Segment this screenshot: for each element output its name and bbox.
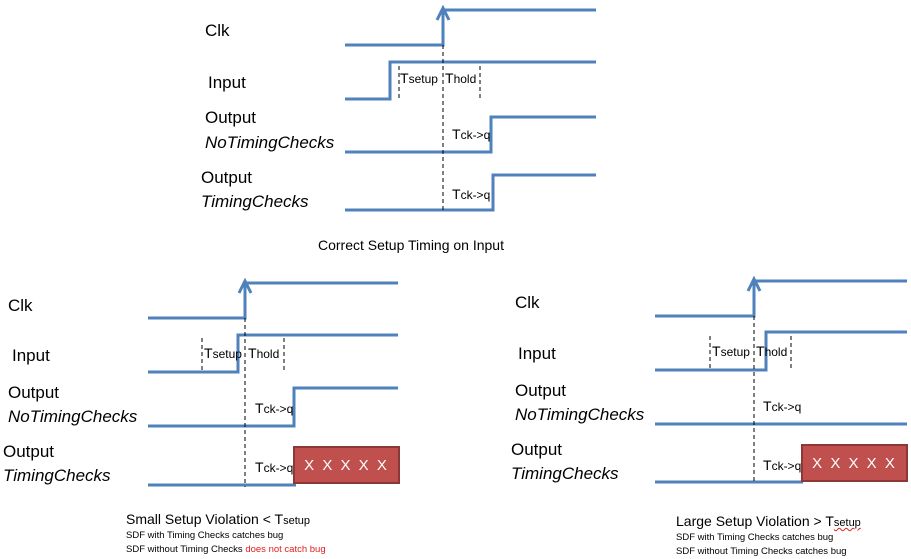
left-output-nocheck-wave (148, 386, 398, 428)
right-clk-label: Clk (515, 293, 540, 312)
left-nocheck-label: NoTimingChecks (8, 407, 138, 426)
right-input-label: Input (518, 344, 556, 363)
left-tsetup-label: Tsetup (204, 345, 242, 361)
left-thold-label: Thold (248, 345, 280, 361)
left-clk-label: Clk (8, 296, 33, 315)
right-input-wave (655, 330, 907, 372)
right-thold-label: Thold (756, 343, 788, 359)
top-output-check-wave (345, 173, 596, 212)
right-note-1: SDF with Timing Checks catches bug (676, 532, 834, 543)
top-output-nocheck-wave (345, 115, 596, 154)
top-caption: Correct Setup Timing on Input (318, 237, 504, 253)
right-tsetup-label: Tsetup (712, 343, 750, 359)
right-tckq-label-2: Tck->q (763, 457, 802, 473)
top-tckq-label-2: Tck->q (452, 186, 491, 202)
top-clk-label: Clk (205, 21, 230, 40)
right-clk-arrow (746, 275, 762, 292)
right-violation-box: X X X X X (801, 444, 908, 482)
left-note-1: SDF with Timing Checks catches bug (126, 530, 284, 541)
top-clk-arrow (435, 4, 451, 21)
left-violation-box: X X X X X (293, 446, 400, 484)
left-output-label-1: Output (8, 383, 60, 402)
right-note-2: SDF without Timing Checks catches bug (676, 546, 847, 557)
right-output-label-2: Output (511, 440, 563, 459)
top-input-label: Input (208, 73, 246, 92)
left-tckq-label-2: Tck->q (255, 459, 294, 475)
right-caption: Large Setup Violation > Tsetup (676, 513, 861, 529)
top-tckq-label-1: Tck->q (452, 126, 491, 142)
left-diagram-waves (148, 277, 398, 487)
top-check-label: TimingChecks (201, 192, 309, 211)
right-check-label: TimingChecks (511, 464, 619, 483)
right-output-label-1: Output (515, 381, 567, 400)
left-caption: Small Setup Violation < Tsetup (126, 511, 310, 527)
top-output-label-2: Output (201, 168, 253, 187)
right-nocheck-label: NoTimingChecks (515, 405, 645, 424)
right-clk-wave (655, 279, 907, 318)
left-tckq-label-1: Tck->q (255, 400, 294, 416)
left-clk-arrow (237, 277, 253, 294)
right-diagram-waves (655, 275, 907, 484)
left-output-label-2: Output (3, 442, 55, 461)
top-nocheck-label: NoTimingChecks (205, 133, 335, 152)
top-clk-wave (345, 8, 596, 47)
top-diagram-waves (345, 4, 596, 212)
top-output-label-1: Output (205, 108, 257, 127)
right-tckq-label-1: Tck->q (763, 398, 802, 414)
top-tsetup-label: Tsetup (400, 70, 438, 86)
left-clk-wave (148, 281, 398, 320)
left-check-label: TimingChecks (3, 466, 111, 485)
left-note-2: SDF without Timing Checks does not catch… (126, 544, 326, 555)
left-input-wave (148, 333, 398, 374)
top-thold-label: Thold (445, 70, 477, 86)
left-input-label: Input (12, 346, 50, 365)
top-input-wave (345, 60, 596, 101)
